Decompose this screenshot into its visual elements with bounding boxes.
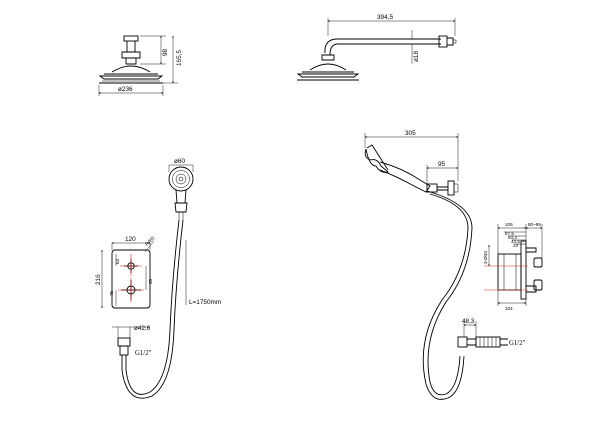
riser-bracket: 95 <box>438 161 446 168</box>
valve-side-left-height: 3-Ø43 <box>483 251 488 264</box>
valve-front-radius: R400 <box>144 235 156 247</box>
valve-side-offset-4: 23 <box>513 243 519 248</box>
head-front-height-total: 165,5 <box>176 50 183 66</box>
hand-shower-front-view: G1/2" ø60 L=1750mm ø42,6 <box>112 158 221 399</box>
riser-thread: G1/2" <box>509 340 526 347</box>
valve-side-bottom-width: 104 <box>505 306 513 311</box>
valve-front-upper-offset: 63 <box>115 258 120 264</box>
head-front-diameter: ø236 <box>118 86 133 93</box>
handset-thread: G1/2" <box>135 350 152 357</box>
handset-hose-length: L=1750mm <box>189 299 221 306</box>
valve-side-offset-1: 87,5 <box>505 231 514 236</box>
valve-side-offset-2: 63,2 <box>508 235 517 240</box>
valve-front-width: 120 <box>125 236 136 243</box>
riser-reach: 305 <box>405 130 416 137</box>
head-front-height-upper: 98 <box>162 48 169 56</box>
valve-front-height: 216 <box>95 274 102 285</box>
shower-head-side-view: 394,5 ø18 <box>296 14 457 81</box>
valve-front-lower-offset: 75 <box>109 290 114 296</box>
valve-front-view: 120 R400 216 63 75 65 <box>95 235 156 309</box>
valve-front-right-offset: 65 <box>148 278 153 284</box>
handset-diameter: ø60 <box>174 158 185 165</box>
riser-outlet-reach: 48,3 <box>462 318 475 325</box>
valve-side-top-width: 106 <box>505 222 513 227</box>
valve-side-top-range: 80~95 <box>528 222 541 227</box>
head-side-arm-diameter: ø18 <box>413 51 420 62</box>
handset-outlet-diameter: ø42,6 <box>134 325 151 332</box>
shower-head-front-view: 98 165,5 ø236 <box>98 35 183 96</box>
valve-side-view: 106 80~95 87,5 63,2 42,5 23 3-Ø43 104 <box>483 222 543 311</box>
head-side-arm-length: 394,5 <box>377 14 393 21</box>
riser-side-view: G1/2" 305 95 48,3 <box>364 130 526 400</box>
valve-side-offset-3: 42,5 <box>511 239 520 244</box>
